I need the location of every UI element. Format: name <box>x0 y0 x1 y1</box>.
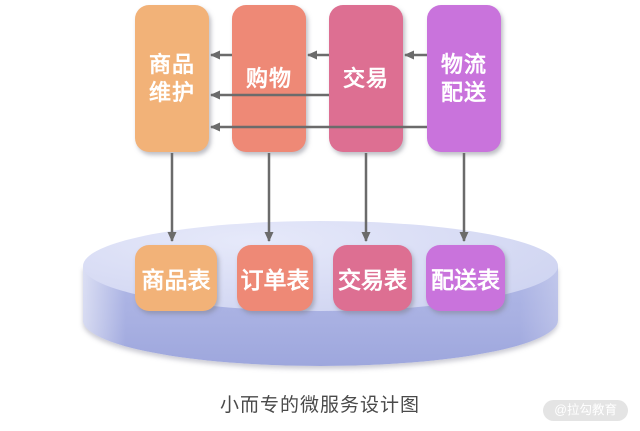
node-label: 购物 <box>245 65 292 91</box>
node-label: 维护 <box>148 79 195 105</box>
node-label: 配送表 <box>431 267 500 293</box>
table-node-trade-table: 交易表 <box>333 245 412 311</box>
node-label: 配送 <box>440 79 487 105</box>
table-node-delivery-table: 配送表 <box>426 245 505 311</box>
diagram-caption: 小而专的微服务设计图 <box>219 395 420 416</box>
node-label: 物流 <box>440 52 487 77</box>
node-label: 交易 <box>342 65 389 91</box>
node-label: 交易表 <box>338 267 407 293</box>
table-node-order-table: 订单表 <box>237 245 313 311</box>
service-node-shopping: 购物 <box>232 5 306 152</box>
service-node-product-maintenance: 商品维护 <box>135 5 209 152</box>
table-node-product-table: 商品表 <box>135 245 217 311</box>
node-label: 商品 <box>148 52 195 77</box>
node-label: 商品表 <box>141 267 211 293</box>
service-node-trade: 交易 <box>329 5 403 152</box>
node-label: 订单表 <box>240 267 310 293</box>
watermark-text: @拉勾教育 <box>554 403 617 417</box>
service-node-logistics: 物流配送 <box>427 5 501 152</box>
watermark-badge: @拉勾教育 <box>543 400 628 421</box>
